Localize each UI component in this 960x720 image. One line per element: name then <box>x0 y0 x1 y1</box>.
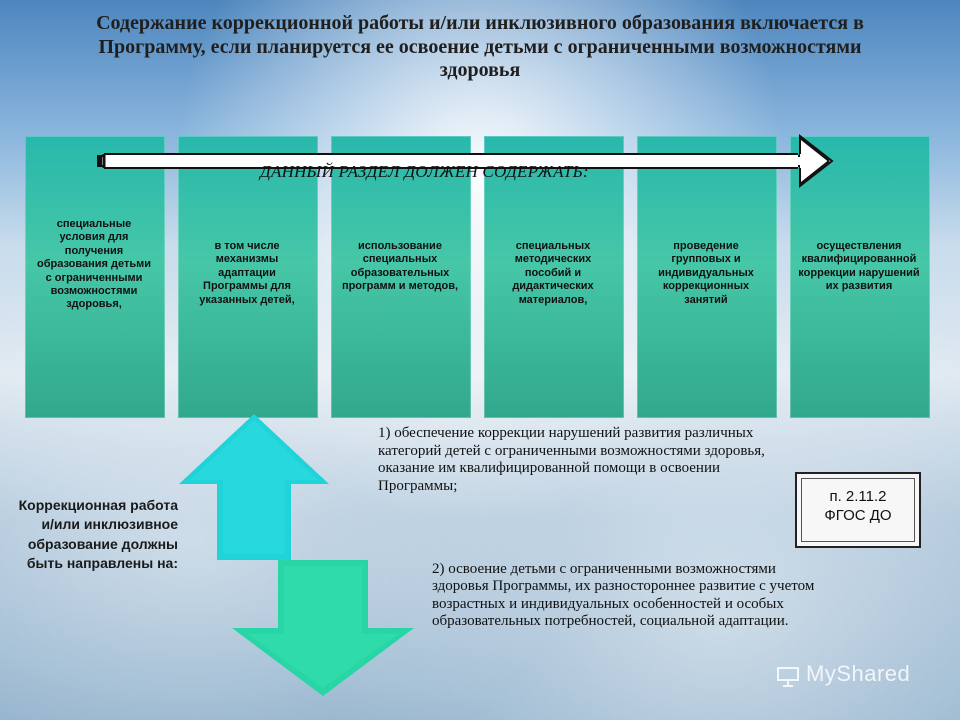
direction-one-text: 1) обеспечение коррекции нарушений разви… <box>378 425 765 495</box>
stage-6-text: осуществления квалифицированной коррекци… <box>798 240 920 293</box>
down-arrow-icon <box>232 560 414 696</box>
stage-2: в том числе механизмы адаптации Программ… <box>178 136 318 418</box>
stage-4-text: специальных методических пособий и дидак… <box>512 240 594 306</box>
direction-two-text: 2) освоение детьми с ограниченными возмо… <box>432 561 815 630</box>
slide-title: Содержание коррекционной работы и/или ин… <box>96 12 864 82</box>
stage-5: проведение групповых и индивидуальных ко… <box>637 136 777 418</box>
watermark-text: MyShared <box>806 661 911 686</box>
left-note: Коррекционная работа и/или инклюзивное о… <box>18 497 178 571</box>
stage-5-text: проведение групповых и индивидуальных ко… <box>658 240 754 306</box>
presentation-screen-icon <box>777 667 799 687</box>
reference-line-2: ФГОС ДО <box>824 506 892 524</box>
reference-line-1: п. 2.11.2 <box>829 488 887 505</box>
up-arrow-icon <box>179 414 329 560</box>
stage-6: осуществления квалифицированной коррекци… <box>790 136 930 418</box>
stage-3-text: использование специальных образовательны… <box>341 240 459 293</box>
stage-1-text: специальные условия для получения образо… <box>36 218 152 311</box>
stage-3: использование специальных образовательны… <box>331 136 471 418</box>
stage-2-text: в том числе механизмы адаптации Программ… <box>199 240 295 306</box>
stage-4: специальных методических пособий и дидак… <box>484 136 624 418</box>
content-arrow <box>97 133 834 189</box>
arrow-label: ДАННЫЙ РАЗДЕЛ ДОЛЖЕН СОДЕРЖАТЬ: <box>260 162 589 181</box>
reference-box: п. 2.11.2 ФГОС ДО <box>795 472 921 548</box>
watermark: MyShared <box>776 660 936 692</box>
stage-1: специальные условия для получения образо… <box>25 136 165 418</box>
